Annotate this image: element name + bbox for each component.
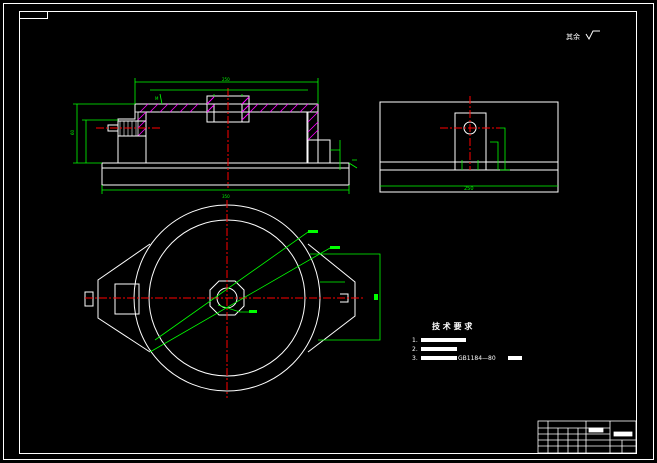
- front-section-view: 250 350 60 M: [70, 77, 358, 199]
- tech-item-2-text-block: [421, 347, 457, 351]
- front-dim-labels: 250 350 60 M: [70, 77, 230, 199]
- tech-item-2: 2.: [412, 346, 418, 353]
- left-slot: [114, 283, 140, 315]
- dim-tag-3: [249, 310, 257, 313]
- tech-requirements-title: 技 术 要 求: [432, 321, 473, 331]
- tech-item-3: 3.: [412, 355, 418, 362]
- side-view: 250: [379, 96, 559, 193]
- side-body: [379, 101, 559, 193]
- corner-tag-box: [19, 11, 48, 19]
- svg-text:60: 60: [70, 129, 75, 135]
- plan-view: [84, 200, 381, 398]
- svg-text:250: 250: [222, 77, 230, 82]
- roughness-symbol: [585, 30, 600, 41]
- hub-octagon: [209, 280, 245, 316]
- dim-tag-1: [308, 230, 318, 233]
- roughness-note: 其余: [566, 30, 600, 41]
- title-block-frame: [537, 420, 637, 454]
- title-block-label-box: [588, 427, 604, 433]
- tech-item-1-text-block: [421, 338, 466, 342]
- outer-border: [3, 3, 654, 460]
- roughness-text: 其余: [566, 32, 580, 41]
- tech-item-3-tail-block: [508, 356, 522, 360]
- inner-border: [19, 11, 637, 454]
- body-outline: [117, 103, 319, 163]
- title-block-grid: [538, 421, 636, 453]
- tech-requirements: 技 术 要 求 1. 2. 3. GB1184—80: [412, 321, 522, 362]
- plan-leaders: [149, 231, 381, 353]
- dim-tag-2: [330, 246, 340, 249]
- tech-item-3-std: GB1184—80: [458, 355, 496, 362]
- sheet-frame: [3, 3, 654, 460]
- body-inner-outline: [145, 111, 308, 163]
- title-block: [537, 420, 637, 454]
- tech-item-1: 1.: [412, 337, 418, 344]
- title-block-code-box: [613, 431, 633, 437]
- right-step: [317, 139, 331, 164]
- front-dimensions: [73, 78, 358, 194]
- tech-item-3-text-block: [421, 356, 457, 360]
- svg-text:M: M: [155, 96, 159, 101]
- base-plate: [101, 162, 350, 186]
- side-dimensions: [380, 127, 558, 187]
- right-lug: [307, 243, 356, 353]
- dim-tag-4: [374, 294, 378, 300]
- svg-text:350: 350: [222, 194, 230, 199]
- side-width-label: 250: [464, 186, 474, 192]
- left-lug: [97, 243, 151, 353]
- left-slot-tab: [84, 291, 94, 307]
